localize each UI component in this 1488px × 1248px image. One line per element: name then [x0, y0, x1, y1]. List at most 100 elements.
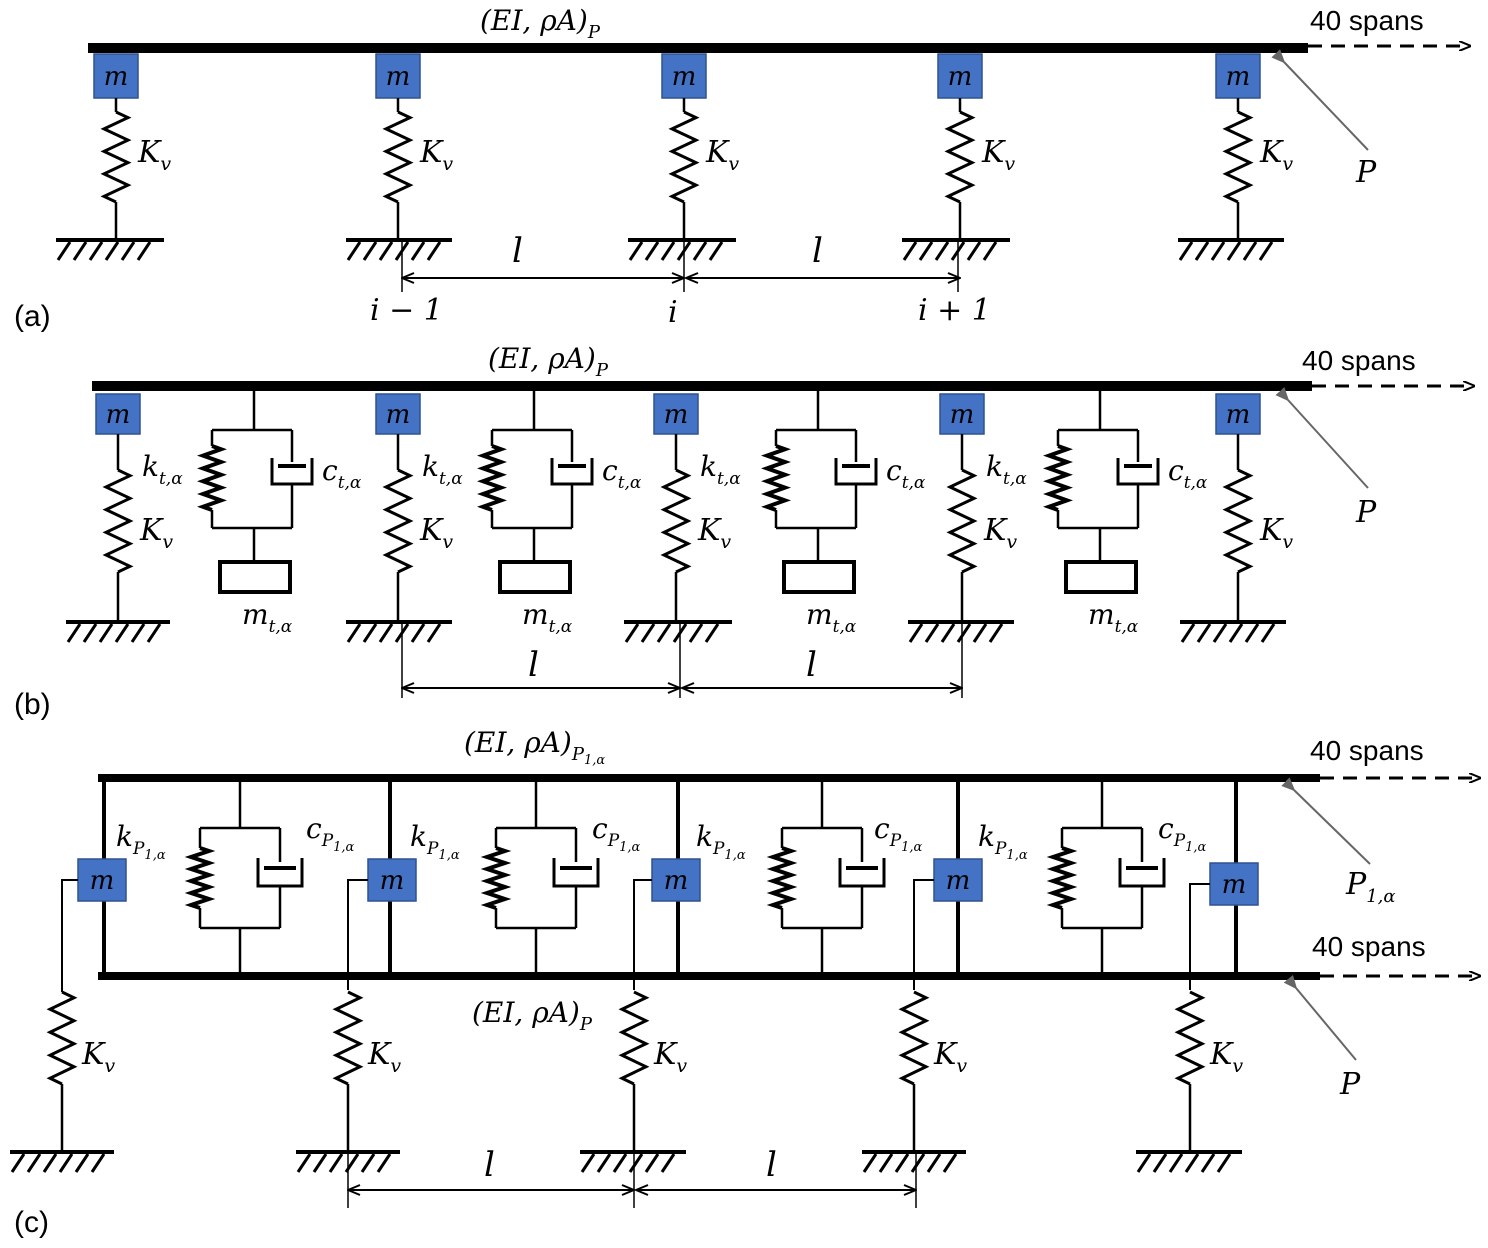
tmd-spring-b [761, 444, 791, 512]
tmd-spring-b [197, 444, 227, 512]
force-pointer-c-lower [1283, 974, 1357, 1061]
pad-mass-b: m [939, 393, 985, 435]
spans-label-c-lower: 40 spans [1312, 931, 1426, 962]
ground-b [66, 620, 170, 643]
spring-kv-c [46, 990, 78, 1086]
spans-label-b: 40 spans [1302, 345, 1416, 376]
spring-kv-a [1222, 110, 1254, 204]
pad-damper-c [552, 858, 600, 888]
spring-label-a: Kv [1259, 135, 1293, 175]
beam-label-b: (EI, ρA)P [488, 342, 609, 381]
spring-kv-a [944, 110, 976, 204]
spring-label-c: Kv [653, 1037, 687, 1077]
pad-link-c [913, 879, 934, 990]
pad-spring-label-c: kP1,α [978, 820, 1028, 863]
pad-mass-a: m [1215, 53, 1261, 99]
spring-label-c: Kv [81, 1037, 115, 1077]
support-unit-a: mKv [346, 53, 453, 261]
pad-mass-c: m [367, 858, 417, 902]
tmd-spring-label-b: kt,α [422, 450, 463, 489]
span-label-c2: l [766, 1145, 777, 1185]
spring-label-b: Kv [139, 513, 173, 553]
tmd-damper-label-b: ct,α [1168, 454, 1208, 493]
mass-label: m [672, 62, 697, 92]
span-label-b2: l [806, 645, 817, 685]
pad-spring-c [766, 846, 798, 910]
support-unit-c: mKv [1136, 862, 1259, 1173]
tmd-mass-b [782, 560, 856, 594]
spring-kv-a [382, 110, 414, 204]
mass-label: m [1226, 62, 1251, 92]
mass-label: m [386, 400, 411, 430]
pad-mass-a: m [375, 53, 421, 99]
ground-a [902, 238, 1010, 261]
spring-kv-b [382, 468, 414, 574]
tmd-damper-label-b: ct,α [886, 454, 926, 493]
tmd-damper-label-b: ct,α [322, 454, 362, 493]
upper-beam-label-c: (EI, ρA)P1,α [464, 726, 605, 768]
panel-tag-c: (c) [14, 1206, 49, 1239]
pad-mass-c: m [933, 858, 983, 902]
tmd-spring-b [477, 444, 507, 512]
tmd-spring-label-b: kt,α [986, 450, 1027, 489]
spring-kv-a [100, 110, 132, 204]
pad-mass-c: m [651, 858, 701, 902]
force-pointer-b [1275, 387, 1369, 489]
pad-spring-c [184, 846, 216, 910]
force-pointer-a [1271, 49, 1369, 151]
ground-a [1178, 238, 1284, 261]
node-label-ip1: i + 1 [918, 293, 991, 328]
pad-mass-a: m [93, 53, 139, 99]
pad-spring-c [480, 846, 512, 910]
panel-b: (EI, ρA)P 40 spans P mKvkt,αmKvkt,αmKvkt… [14, 342, 1474, 721]
tmd-mass-b [218, 560, 292, 594]
ground-b [624, 620, 732, 643]
mass-label: m [104, 62, 129, 92]
ground-b [908, 620, 1014, 643]
pad-mass-b: m [653, 393, 699, 435]
support-unit-a: mKv [56, 53, 171, 261]
spans-label-a: 40 spans [1310, 5, 1424, 36]
spring-label-b: Kv [697, 513, 731, 553]
pad-damper-c [256, 858, 304, 888]
pad-link-c [347, 879, 368, 990]
support-unit-c: mKv [296, 858, 417, 1173]
pad-mass-a: m [661, 53, 707, 99]
tmd-mass-label-b: mt,α [242, 598, 293, 637]
tmd-mass-label-b: mt,α [522, 598, 573, 637]
spring-label-c: Kv [933, 1037, 967, 1077]
pad-spring-label-c: kP1,α [116, 820, 166, 863]
force-pointer-c-upper [1281, 777, 1371, 865]
spring-kv-b [660, 468, 692, 574]
pad-mass-a: m [937, 53, 983, 99]
pad-damper-c [838, 858, 886, 888]
pad-spring-label-c: kP1,α [410, 820, 460, 863]
span-label-b1: l [528, 645, 539, 685]
spring-label-b: Kv [1259, 513, 1293, 553]
spring-kv-b [102, 468, 134, 574]
force-label-a: P [1355, 155, 1377, 190]
pad-link-c [61, 879, 78, 992]
support-unit-a: mKv [1178, 53, 1293, 261]
ground-a [346, 238, 452, 261]
ground-b [346, 620, 452, 643]
beam-label-a: (EI, ρA)P [480, 4, 601, 43]
span-label-a2: l [812, 231, 823, 271]
pad-damper-label-c: cP1,α [592, 812, 641, 855]
pad-mass-b: m [375, 393, 421, 435]
mass-label: m [1222, 870, 1247, 900]
spring-kv-c [898, 990, 930, 1086]
spring-label-c: Kv [1209, 1037, 1243, 1077]
pad-mass-c: m [1209, 862, 1259, 906]
tmd-unit-b: ct,αmt,α [1043, 391, 1208, 637]
panel-tag-a: (a) [14, 300, 51, 333]
pad-unit-c: kP1,α cP1,α [978, 780, 1207, 974]
pad-damper-label-c: cP1,α [1158, 812, 1207, 855]
pad-spring-label-c: kP1,α [696, 820, 746, 863]
